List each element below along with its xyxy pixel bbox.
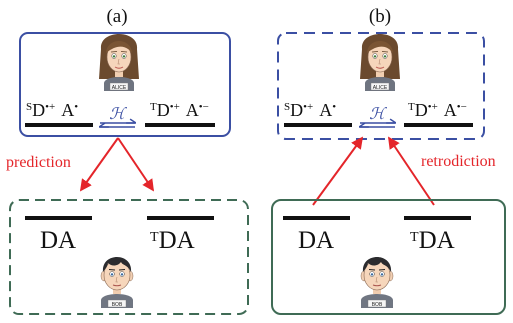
bob-badge-a: BOB [112, 302, 123, 308]
alice-badge-b: ALICE [373, 85, 388, 91]
excited-state-left-a: SD•+A• [25, 100, 93, 127]
ground-state-left-a: DA [40, 227, 76, 254]
bob-frame-a [9, 199, 249, 315]
excited-state-right-a: TD•+A•− [145, 100, 215, 127]
alice-frame-a [19, 32, 231, 137]
retrodiction-arrow-right [387, 136, 435, 206]
excited-state-left-b: SD•+A• [284, 100, 352, 127]
bob-avatar-icon: BOB [100, 256, 134, 309]
panel-b: (b) ALICE SD•+A• TD•+A•− ℋ retrodiction [271, 6, 506, 315]
prediction-label: prediction [6, 154, 71, 171]
svg-text:SD•+A•: SD•+A• [26, 100, 78, 120]
retrodiction-label: retrodiction [421, 153, 496, 170]
hamiltonian-label-a: ℋ [109, 106, 127, 123]
prediction-arrow-right [117, 137, 155, 192]
ground-state-right-b: TDA [410, 227, 455, 254]
excited-state-right-b: TD•+A•− [404, 100, 473, 127]
panel-a: (a) ALICE SD•+A• TD•+A•− ℋ prediction [6, 6, 249, 315]
svg-text:TD•+A•−: TD•+A•− [408, 100, 467, 120]
bob-frame-b [271, 199, 506, 315]
bob-avatar-icon: BOB [360, 256, 394, 309]
svg-text:SD•+A•: SD•+A• [284, 100, 336, 120]
alice-avatar-icon: ALICE [359, 33, 401, 92]
panel-a-tag: (a) [106, 6, 127, 27]
alice-avatar-icon: ALICE [98, 33, 140, 92]
retrodiction-arrow-left [312, 136, 364, 206]
svg-text:TD•+A•−: TD•+A•− [150, 100, 209, 120]
alice-badge-a: ALICE [112, 85, 127, 91]
bob-badge-b: BOB [372, 302, 383, 308]
panel-b-tag: (b) [369, 6, 391, 27]
alice-frame-b [277, 32, 485, 140]
prediction-arrow-left [79, 137, 119, 192]
ground-state-left-b: DA [298, 227, 334, 254]
hamiltonian-label-b: ℋ [369, 106, 387, 123]
ground-state-right-a: TDA [150, 227, 195, 254]
